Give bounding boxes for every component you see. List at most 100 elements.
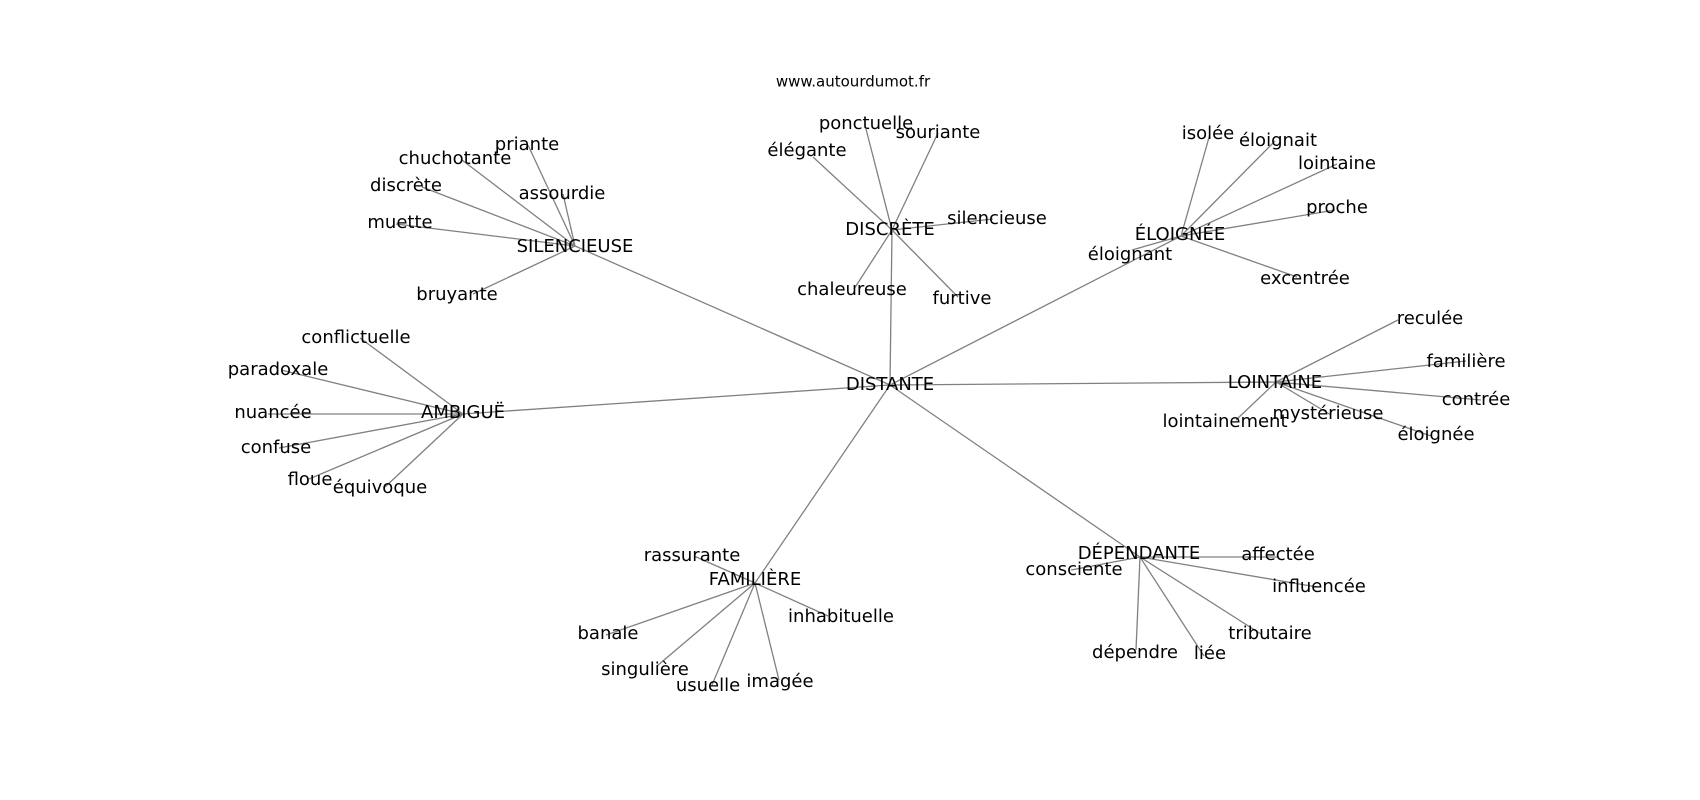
edge-silencieuse-to-word xyxy=(527,144,576,247)
edge-discrete-to-word xyxy=(865,128,893,231)
edge-eloignee-to-word xyxy=(1131,235,1182,251)
word-label[interactable]: excentrée xyxy=(1260,268,1350,289)
word-label[interactable]: éloignant xyxy=(1088,244,1172,265)
edge-ambigue-to-word xyxy=(384,413,464,488)
hub-label-discrete[interactable]: DISCRÈTE xyxy=(845,218,934,240)
edge-ambigue-to-word xyxy=(308,413,464,480)
word-label[interactable]: nuancée xyxy=(234,402,311,423)
word-label[interactable]: banale xyxy=(578,623,639,644)
edge-discrete-to-word xyxy=(812,156,893,231)
word-label[interactable]: souriante xyxy=(896,122,981,143)
word-label[interactable]: priante xyxy=(495,134,559,155)
word-label[interactable]: consciente xyxy=(1025,559,1122,580)
edge-center-to-eloignee xyxy=(889,235,1182,386)
word-label[interactable]: furtive xyxy=(933,288,992,309)
edge-eloignee-to-word xyxy=(1180,235,1298,278)
hub-label-ambigue[interactable]: AMBIGUË xyxy=(421,402,505,423)
edge-ambigue-to-word xyxy=(359,337,464,415)
word-label[interactable]: familière xyxy=(1426,351,1505,372)
word-label[interactable]: lointainement xyxy=(1162,411,1287,432)
edge-eloignee-to-word xyxy=(1180,163,1338,237)
site-url: www.autourdumot.fr xyxy=(776,73,931,91)
edge-lointaine-to-word xyxy=(1275,381,1482,401)
word-label[interactable]: assourdie xyxy=(519,183,606,204)
edge-center-to-ambigue xyxy=(462,384,891,415)
word-label[interactable]: imagée xyxy=(746,671,813,692)
word-label[interactable]: liée xyxy=(1194,643,1226,664)
edge-discrete-to-word xyxy=(891,132,939,231)
edge-discrete-to-word xyxy=(891,218,994,231)
edge-familiere-to-word xyxy=(754,582,829,617)
edge-lointaine-to-word xyxy=(1235,381,1277,421)
word-label[interactable]: conflictuelle xyxy=(301,327,410,348)
edge-eloignee-to-word xyxy=(1180,140,1276,237)
edge-lointaine-to-word xyxy=(1275,319,1399,383)
edge-familiere-to-word xyxy=(693,555,756,584)
word-label[interactable]: influencée xyxy=(1272,576,1366,597)
center-word-label[interactable]: DISTANTE xyxy=(846,374,934,395)
edge-dependante-to-word xyxy=(1139,556,1262,635)
graph-edges xyxy=(268,128,1482,686)
word-label[interactable]: discrète xyxy=(370,175,442,196)
edge-center-to-lointaine xyxy=(889,381,1277,386)
edge-silencieuse-to-word xyxy=(395,223,576,247)
word-label[interactable]: singulière xyxy=(601,659,689,680)
edge-dependante-to-word xyxy=(1135,556,1141,651)
word-label[interactable]: dépendre xyxy=(1092,642,1178,663)
word-label[interactable]: chuchotante xyxy=(399,148,512,169)
edge-lointaine-to-word xyxy=(1275,381,1332,416)
edge-silencieuse-to-word xyxy=(472,245,576,295)
word-label[interactable]: rassurante xyxy=(644,545,741,566)
word-label[interactable]: équivoque xyxy=(333,477,427,498)
edge-ambigue-to-word xyxy=(280,369,464,415)
edge-center-to-discrete xyxy=(889,229,893,386)
word-label[interactable]: muette xyxy=(367,212,432,233)
word-label[interactable]: paradoxale xyxy=(228,359,329,380)
edge-discrete-to-word xyxy=(891,229,959,298)
edge-familiere-to-word xyxy=(754,582,780,681)
edge-lointaine-to-word xyxy=(1275,360,1467,383)
hub-label-lointaine[interactable]: LOINTAINE xyxy=(1228,372,1322,393)
edge-dependante-to-word xyxy=(1070,556,1141,571)
word-label[interactable]: usuelle xyxy=(676,675,740,696)
hub-label-eloignee[interactable]: ÉLOIGNÉE xyxy=(1135,223,1225,245)
edge-familiere-to-word xyxy=(711,582,756,686)
word-label[interactable]: élégante xyxy=(767,140,846,161)
word-label[interactable]: reculée xyxy=(1397,308,1464,329)
edge-silencieuse-to-word xyxy=(421,186,576,247)
word-label[interactable]: isolée xyxy=(1182,123,1235,144)
edge-familiere-to-word xyxy=(605,582,756,636)
hub-label-silencieuse[interactable]: SILENCIEUSE xyxy=(517,236,634,257)
word-label[interactable]: mystérieuse xyxy=(1272,403,1383,424)
word-label[interactable]: lointaine xyxy=(1298,153,1376,174)
edge-center-to-dependante xyxy=(889,384,1141,558)
edge-silencieuse-to-word xyxy=(461,159,576,247)
edge-dependante-to-word xyxy=(1139,556,1205,657)
edge-ambigue-to-word xyxy=(278,413,464,449)
edge-dependante-to-word xyxy=(1139,556,1318,588)
word-label[interactable]: affectée xyxy=(1241,544,1315,565)
word-label[interactable]: inhabituelle xyxy=(788,606,894,627)
word-label[interactable]: éloignait xyxy=(1239,130,1317,151)
word-label[interactable]: chaleureuse xyxy=(797,279,907,300)
edge-eloignee-to-word xyxy=(1180,133,1211,237)
hub-label-dependante[interactable]: DÉPENDANTE xyxy=(1078,542,1201,564)
edge-center-to-silencieuse xyxy=(574,245,891,386)
word-label[interactable]: silencieuse xyxy=(947,208,1047,229)
word-label[interactable]: floue xyxy=(288,469,333,490)
word-label[interactable]: proche xyxy=(1306,197,1368,218)
edge-center-to-familiere xyxy=(754,384,891,584)
word-label[interactable]: ponctuelle xyxy=(819,113,913,134)
edge-discrete-to-word xyxy=(853,229,893,290)
word-label[interactable]: confuse xyxy=(241,437,312,458)
word-label[interactable]: éloignée xyxy=(1397,424,1474,445)
word-label[interactable]: tributaire xyxy=(1228,623,1311,644)
word-label[interactable]: contrée xyxy=(1442,389,1511,410)
word-label[interactable]: bruyante xyxy=(416,284,497,305)
hub-label-familiere[interactable]: FAMILIÈRE xyxy=(709,568,801,590)
edge-lointaine-to-word xyxy=(1275,381,1432,437)
edge-familiere-to-word xyxy=(656,582,756,667)
edge-silencieuse-to-word xyxy=(562,193,576,247)
edge-eloignee-to-word xyxy=(1180,209,1336,237)
